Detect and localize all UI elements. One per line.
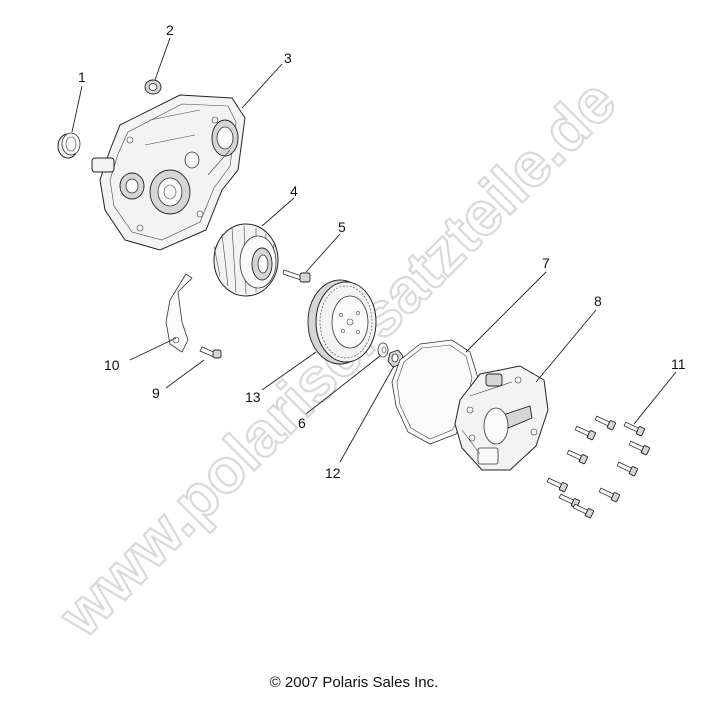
bolt <box>623 421 645 437</box>
callout-4: 4 <box>290 183 298 199</box>
bolt <box>628 440 650 456</box>
part-bolt-bracket <box>199 346 222 359</box>
bolt <box>594 415 616 431</box>
part-washer <box>377 342 389 358</box>
callout-11: 11 <box>671 356 686 372</box>
callout-12: 12 <box>325 465 341 481</box>
part-bolt-set <box>546 415 650 519</box>
bolt <box>574 425 596 441</box>
callout-1: 1 <box>78 69 86 85</box>
copyright-notice: © 2007 Polaris Sales Inc. <box>269 674 439 691</box>
part-cover <box>454 365 549 471</box>
callout-3: 3 <box>284 50 292 66</box>
leader-lines <box>71 37 677 463</box>
callout-10: 10 <box>104 357 120 373</box>
callout-9: 9 <box>152 385 160 401</box>
callout-5: 5 <box>338 219 346 235</box>
part-seal <box>57 132 81 159</box>
part-bracket <box>165 273 193 353</box>
part-flywheel <box>307 279 377 365</box>
bolt <box>616 461 638 477</box>
callout-6: 6 <box>298 415 306 431</box>
callout-8: 8 <box>594 293 602 309</box>
callout-13: 13 <box>245 389 261 405</box>
part-bolt-stator <box>282 269 311 283</box>
bolt <box>598 487 620 503</box>
part-stator <box>213 223 279 297</box>
callout-2: 2 <box>166 22 174 38</box>
bolt <box>546 477 568 493</box>
bolt <box>572 503 594 519</box>
part-bearing <box>144 79 162 95</box>
bolt <box>566 449 588 465</box>
callout-7: 7 <box>542 255 550 271</box>
part-crankcase <box>91 94 246 251</box>
callouts: 1 2 3 4 5 7 8 11 10 9 13 6 12 <box>78 22 686 481</box>
